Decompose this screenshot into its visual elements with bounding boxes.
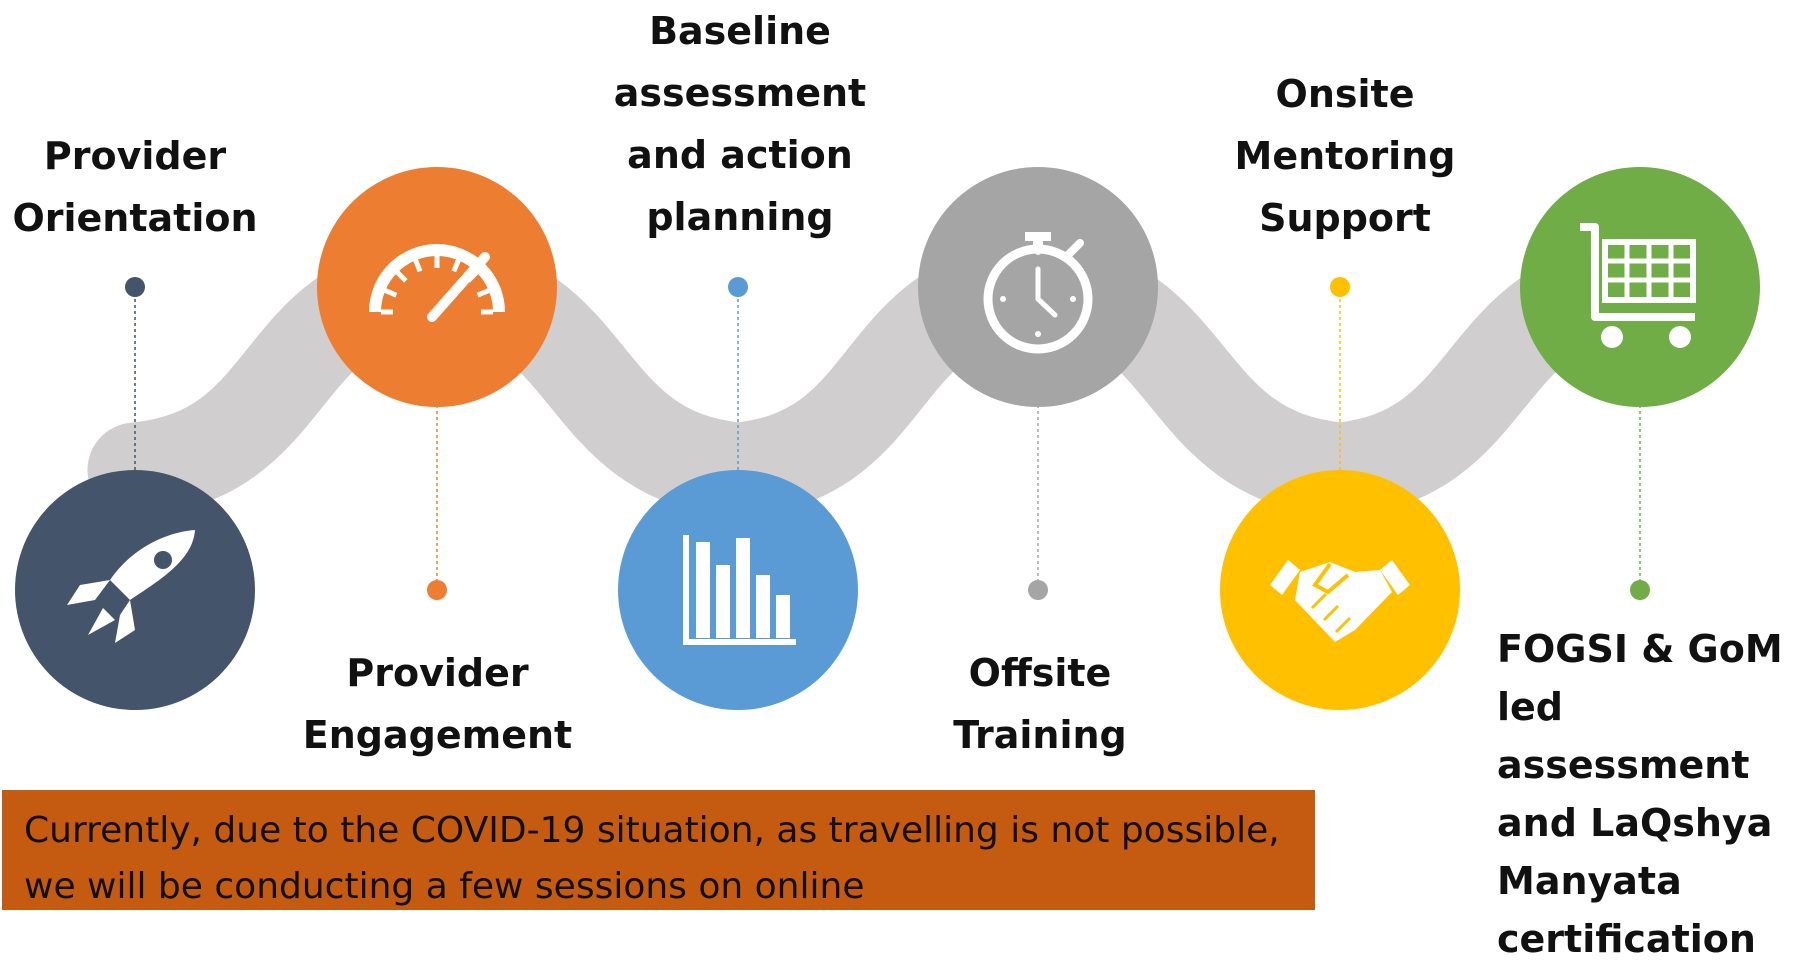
shopping-cart-icon	[1580, 223, 1696, 348]
rocket-icon	[67, 530, 195, 643]
step-label: Offsite Training	[953, 651, 1127, 757]
step-dot	[1028, 580, 1048, 600]
handshake-icon	[1270, 560, 1410, 642]
step-dot	[125, 277, 145, 297]
stopwatch-icon	[983, 232, 1093, 354]
step-label: Onsite Mentoring Support	[1234, 72, 1456, 240]
step-6	[1520, 167, 1760, 600]
step-label: FOGSI & GoM led assessment and LaQshya M…	[1497, 627, 1783, 961]
step-5	[1220, 277, 1460, 710]
step-label: Provider Engagement	[302, 651, 573, 757]
step-circle	[317, 167, 557, 407]
speedometer-icon	[369, 244, 505, 322]
step-label: Baseline assessment and action planning	[613, 9, 867, 239]
step-3	[618, 277, 858, 710]
step-circle	[1520, 167, 1760, 407]
note-text: Currently, due to the COVID-19 situation…	[24, 810, 1280, 907]
step-2	[317, 167, 557, 600]
step-dot	[728, 277, 748, 297]
bar-chart-icon	[683, 535, 796, 645]
step-dot	[1330, 277, 1350, 297]
process-diagram	[15, 167, 1760, 710]
step-4	[918, 167, 1158, 600]
step-dot	[427, 580, 447, 600]
note-box: Currently, due to the COVID-19 situation…	[2, 790, 1315, 910]
step-dot	[1630, 580, 1650, 600]
step-label: Provider Orientation	[12, 134, 258, 240]
step-1	[15, 277, 255, 710]
